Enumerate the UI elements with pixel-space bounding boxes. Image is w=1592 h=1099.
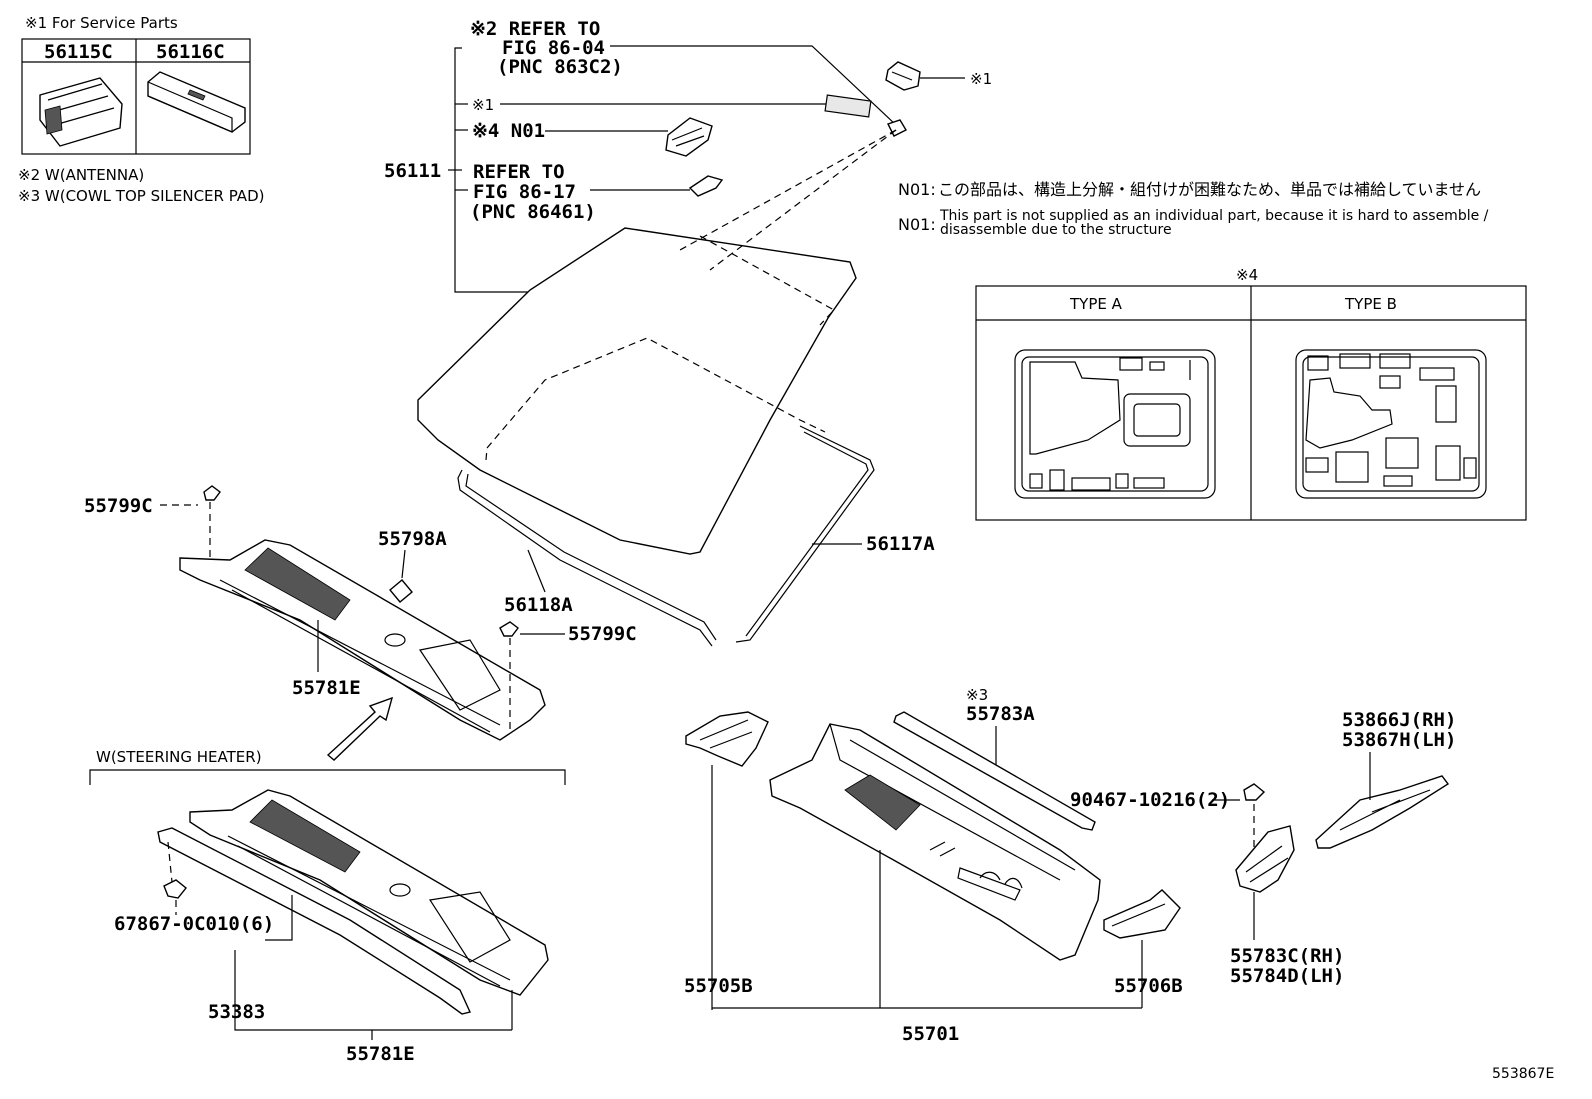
part-53383: 53383 bbox=[208, 1001, 265, 1023]
part-67867-0C010: 67867-0C010(6) bbox=[114, 913, 274, 935]
part-55781E-2: 55781E bbox=[346, 1043, 415, 1065]
part-55798A: 55798A bbox=[378, 528, 447, 550]
part-56117A: 56117A bbox=[866, 533, 935, 555]
part-53866J: 53866J(RH) bbox=[1342, 709, 1456, 731]
part-53867H: 53867H(LH) bbox=[1342, 729, 1456, 751]
part-55799C-2: 55799C bbox=[568, 623, 637, 645]
type-box: ※4 TYPE A TYPE B bbox=[975, 266, 1527, 521]
top-callouts: ※2 REFER TO FIG 86-04 (PNC 863C2) ※1 ※4 … bbox=[384, 18, 992, 293]
service-parts-table: ※1 For Service Parts 56115C 56116C bbox=[21, 14, 251, 155]
n01-en-label: N01: bbox=[898, 215, 936, 234]
mark-1-top-right: ※1 bbox=[970, 70, 992, 88]
part-55799C-1: 55799C bbox=[84, 495, 153, 517]
cowl-panel-group: ※3 55783A 55705B 55706B 55701 90467-1021… bbox=[684, 686, 1456, 1045]
windshield-glass bbox=[417, 129, 897, 647]
type-box-mark: ※4 bbox=[1236, 266, 1258, 284]
figure-id: 553867E bbox=[1492, 1066, 1554, 1082]
part-56118A: 56118A bbox=[504, 594, 573, 616]
part-55781E-1: 55781E bbox=[292, 677, 361, 699]
n01-part-icon bbox=[665, 117, 713, 157]
part-55783A: 55783A bbox=[966, 703, 1035, 725]
n01-note: N01: この部品は、構造上分解・組付けが困難なため、単品では補給していません … bbox=[898, 180, 1489, 238]
part-55705B: 55705B bbox=[684, 975, 753, 997]
mark-3: ※3 bbox=[966, 686, 988, 704]
steering-heater-label: W(STEERING HEATER) bbox=[96, 748, 262, 766]
part-56115C: 56115C bbox=[44, 41, 113, 63]
part-55706B: 55706B bbox=[1114, 975, 1183, 997]
cowl-top-upper: 55799C 55798A 55799C 55781E bbox=[84, 485, 637, 761]
refer-pnc-1: (PNC 863C2) bbox=[497, 56, 623, 78]
part-55783C: 55783C(RH) bbox=[1230, 945, 1344, 967]
refer-fig-2: FIG 86-17 bbox=[473, 181, 576, 203]
part-56111: 56111 bbox=[384, 160, 441, 182]
n01-jp-text: この部品は、構造上分解・組付けが困難なため、単品では補給していません bbox=[938, 180, 1481, 199]
direction-arrow-icon bbox=[326, 696, 394, 761]
part-56116C: 56116C bbox=[156, 41, 225, 63]
service-pad-icon bbox=[824, 94, 872, 118]
n01-callout: ※4 N01 bbox=[472, 120, 545, 142]
n01-en-text-2: disassemble due to the structure bbox=[940, 222, 1172, 238]
refer-to-label-1: ※2 REFER TO bbox=[470, 18, 600, 40]
refer-pnc-2: (PNC 86461) bbox=[470, 201, 596, 223]
clip-56115C-icon bbox=[39, 77, 123, 147]
mark-1-callout: ※1 bbox=[472, 96, 494, 114]
refer-to-label-2: REFER TO bbox=[473, 161, 565, 183]
n01-jp-label: N01: bbox=[898, 180, 936, 199]
part-55701: 55701 bbox=[902, 1023, 959, 1045]
refer-fig-1: FIG 86-04 bbox=[502, 37, 605, 59]
clip-67867-icon bbox=[163, 879, 187, 899]
part-55784D: 55784D(LH) bbox=[1230, 965, 1344, 987]
clip-55799C-2-icon bbox=[499, 621, 519, 637]
type-a-board-icon bbox=[1014, 349, 1216, 499]
bolt-90467-icon bbox=[1243, 783, 1266, 801]
clip-55798A-icon bbox=[389, 579, 413, 603]
clip-86461-icon bbox=[688, 175, 724, 197]
clip-55799C-icon bbox=[203, 485, 221, 501]
n01-en-text-1: This part is not supplied as an individu… bbox=[939, 208, 1489, 224]
part-90467-10216: 90467-10216(2) bbox=[1070, 789, 1230, 811]
clip-top-right-icon bbox=[885, 61, 921, 91]
type-b-board-icon bbox=[1295, 349, 1487, 499]
steering-heater-group: W(STEERING HEATER) 67867-0C010(6) 53383 … bbox=[89, 748, 566, 1065]
type-a-label: TYPE A bbox=[1069, 295, 1123, 313]
note-cowl-pad: ※3 W(COWL TOP SILENCER PAD) bbox=[18, 187, 264, 205]
pad-56116C-icon bbox=[147, 71, 246, 133]
note-antenna: ※2 W(ANTENNA) bbox=[18, 166, 144, 184]
service-parts-title: ※1 For Service Parts bbox=[25, 14, 178, 32]
type-b-label: TYPE B bbox=[1344, 295, 1397, 313]
